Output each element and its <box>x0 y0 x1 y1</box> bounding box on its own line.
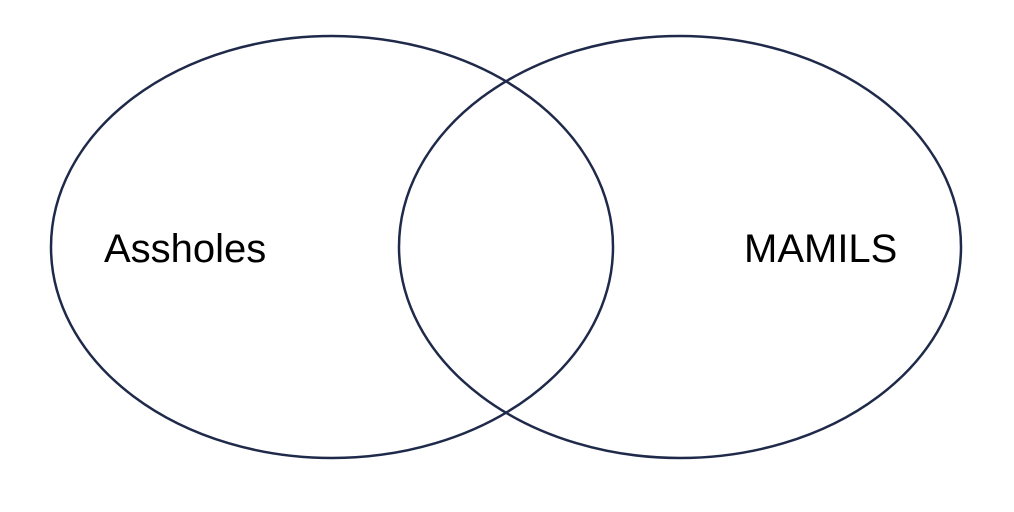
set-label-right: MAMILS <box>744 227 897 271</box>
venn-circle-right <box>397 34 963 460</box>
venn-circle-left <box>49 34 615 460</box>
set-label-left: Assholes <box>104 227 266 271</box>
